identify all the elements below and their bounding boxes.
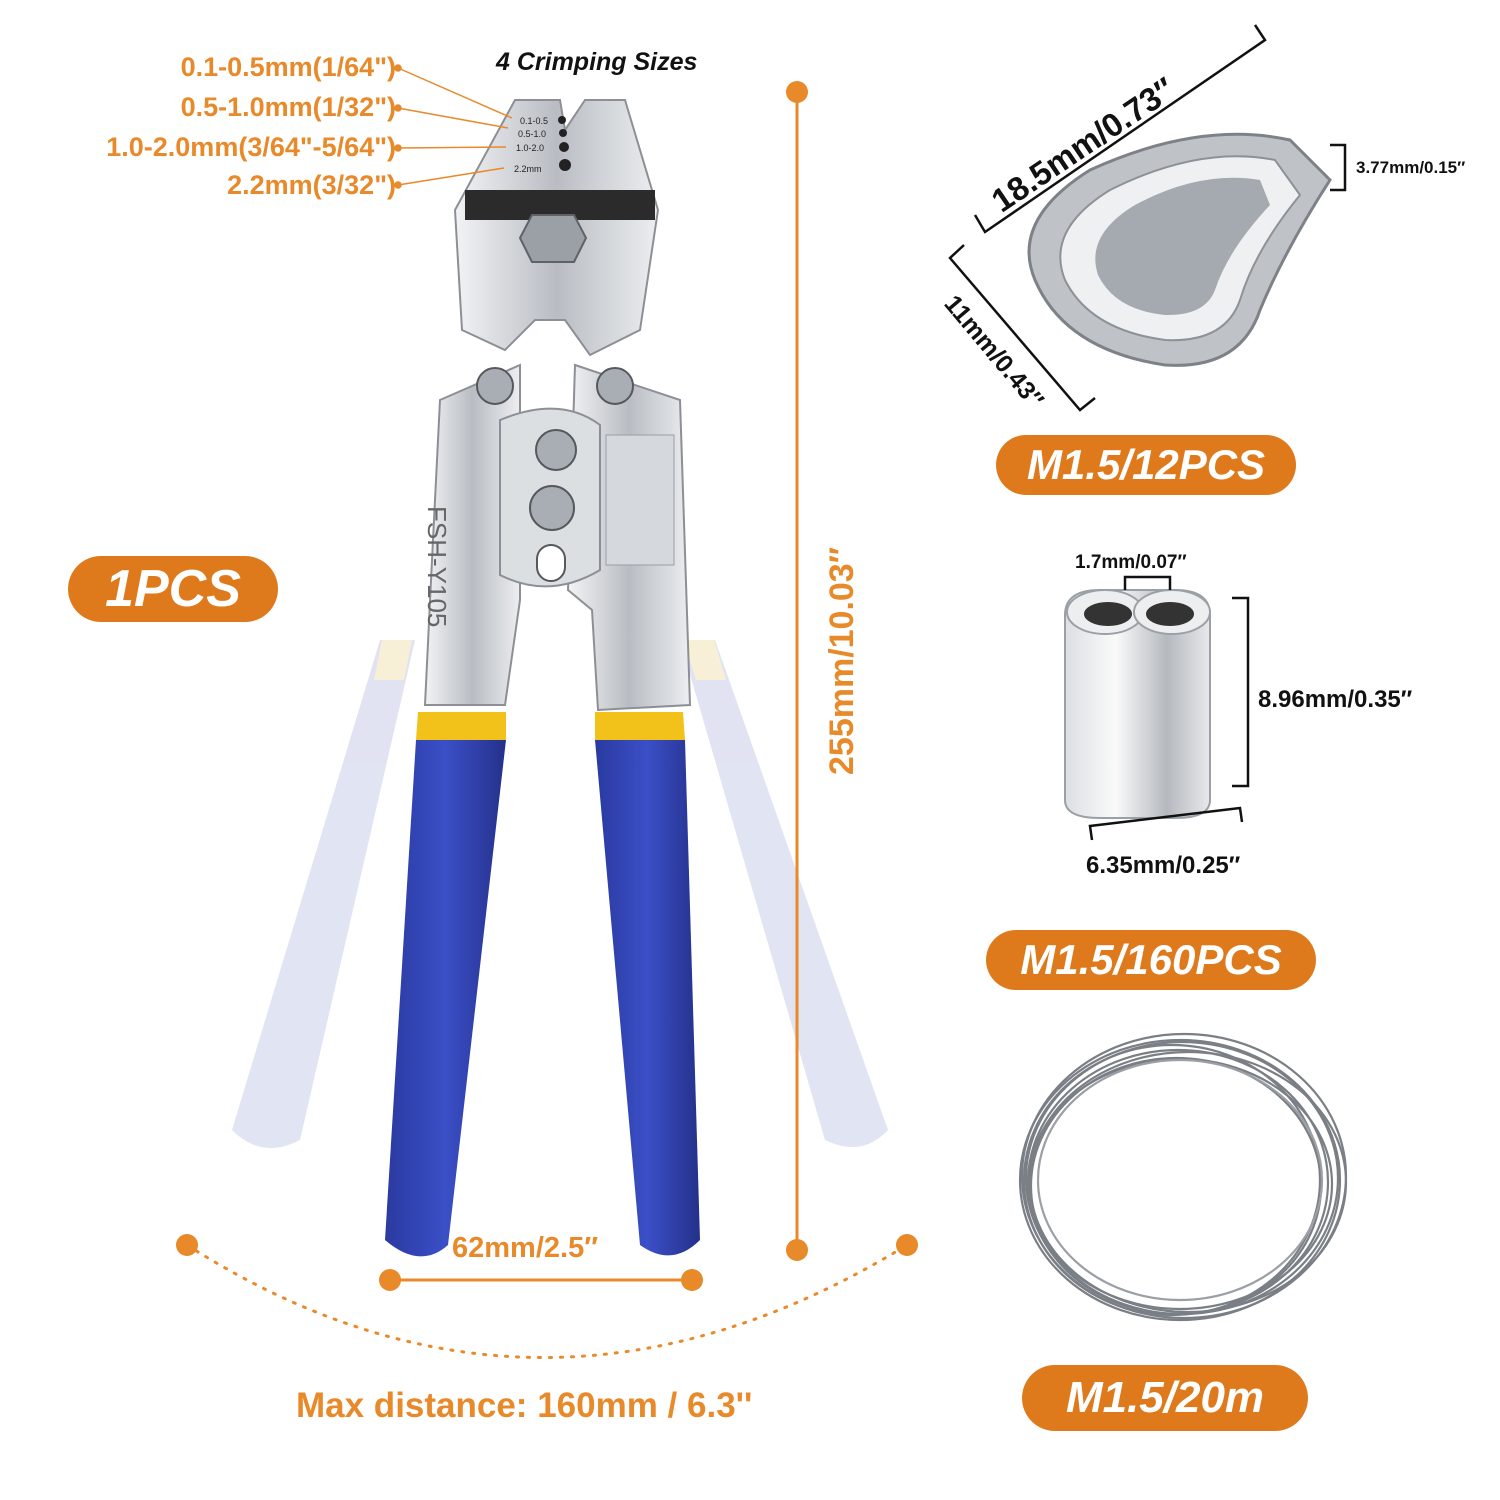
jaw-mark-1: 0.1-0.5 [520, 116, 548, 126]
crimp-leader-lines [394, 64, 513, 189]
thimble-dimensions [948, 24, 1347, 412]
model-number: FSH-Y105 [422, 506, 452, 628]
ferrule-sleeve-image [1064, 589, 1211, 819]
thimble-badge: M1.5/12PCS [996, 435, 1296, 495]
crimper-head: 0.1-0.5 0.5-1.0 1.0-2.0 2.2mm [453, 99, 660, 357]
sleeve-dimensions [1088, 575, 1250, 841]
wire-badge: M1.5/20m [1022, 1365, 1308, 1431]
jaw-mark-4: 2.2mm [514, 164, 542, 174]
jaw-mark-3: 1.0-2.0 [516, 143, 544, 153]
crimp-size-2: 0.5-1.0mm(1/32") [180, 92, 396, 122]
ghost-handle-right [680, 640, 888, 1148]
tool-length-label: 255mm/10.03″ [823, 546, 861, 775]
max-distance-label: Max distance: 160mm / 6.3'' [296, 1386, 753, 1425]
quantity-badge: 1PCS [68, 556, 278, 622]
thimble-gap-label: 3.77mm/0.15″ [1356, 158, 1466, 177]
sleeve-height-label: 8.96mm/0.35″ [1258, 686, 1413, 713]
ghost-handle-left [232, 640, 415, 1148]
handle-width-dimension [379, 1269, 703, 1291]
sleeve-width-label: 6.35mm/0.25″ [1086, 852, 1241, 879]
wire-coil-image [1018, 1032, 1348, 1322]
sleeve-badge: M1.5/160PCS [986, 930, 1316, 990]
handle-width-label: 62mm/2.5″ [452, 1232, 599, 1264]
crimp-size-3: 1.0-2.0mm(3/64"-5/64") [106, 132, 396, 162]
max-distance-arc [176, 1234, 918, 1359]
crimping-sizes-title: 4 Crimping Sizes [496, 48, 698, 76]
crimper-body [423, 363, 692, 712]
crimp-size-4: 2.2mm(3/32") [227, 170, 396, 200]
length-dimension [786, 81, 808, 1261]
handle-left [385, 712, 506, 1257]
jaw-mark-2: 0.5-1.0 [518, 129, 546, 139]
crimp-size-1: 0.1-0.5mm(1/64") [180, 52, 396, 82]
sleeve-hole-label: 1.7mm/0.07″ [1075, 552, 1187, 573]
handle-right [595, 712, 700, 1256]
thimble-image [1027, 132, 1332, 367]
